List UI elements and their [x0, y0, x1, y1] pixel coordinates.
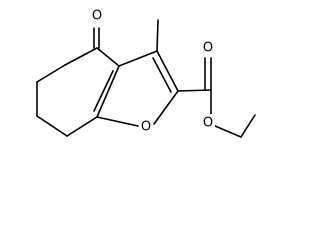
bond-c4-c5 — [64, 47, 98, 66]
carbonyl-oxygen-label: O — [203, 41, 213, 56]
ketone-oxygen-label-bg — [90, 8, 104, 24]
bond-c3-c2-double — [152, 57, 172, 93]
ring-oxygen-label: O — [141, 120, 151, 135]
bond-c2-carbonyl-carbon — [177, 89, 212, 92]
bond-c5-c6 — [36, 64, 66, 83]
bond-c3-c2 — [156, 50, 179, 92]
bond-c3a-c4 — [96, 47, 120, 67]
bond-ring-oxygen-c7a — [96, 116, 139, 127]
bond-c7-c7a-ring — [36, 115, 68, 137]
bond-c2-ring-oxygen — [153, 90, 179, 125]
bond-c7a-c8 — [66, 116, 98, 137]
ester-oxygen-label-bg — [201, 114, 215, 130]
bond-c3-methyl — [156, 19, 159, 52]
bond-c3a-c3 — [118, 50, 158, 67]
bond-c3a-c7a-fused-double — [93, 70, 114, 112]
bond-c3a-c7a-fused — [96, 65, 120, 118]
ester-oxygen-label: O — [203, 116, 213, 131]
ketone-oxygen-label: O — [92, 9, 102, 24]
ring-oxygen-label-bg — [139, 118, 153, 134]
bond-ester-oxygen-ethyl-ch2 — [214, 125, 242, 138]
bond-ethyl-ch2-ch3 — [240, 114, 256, 138]
carbonyl-oxygen-label-bg — [201, 40, 215, 56]
chemical-structure-diagram: O O O O — [36, 8, 256, 138]
